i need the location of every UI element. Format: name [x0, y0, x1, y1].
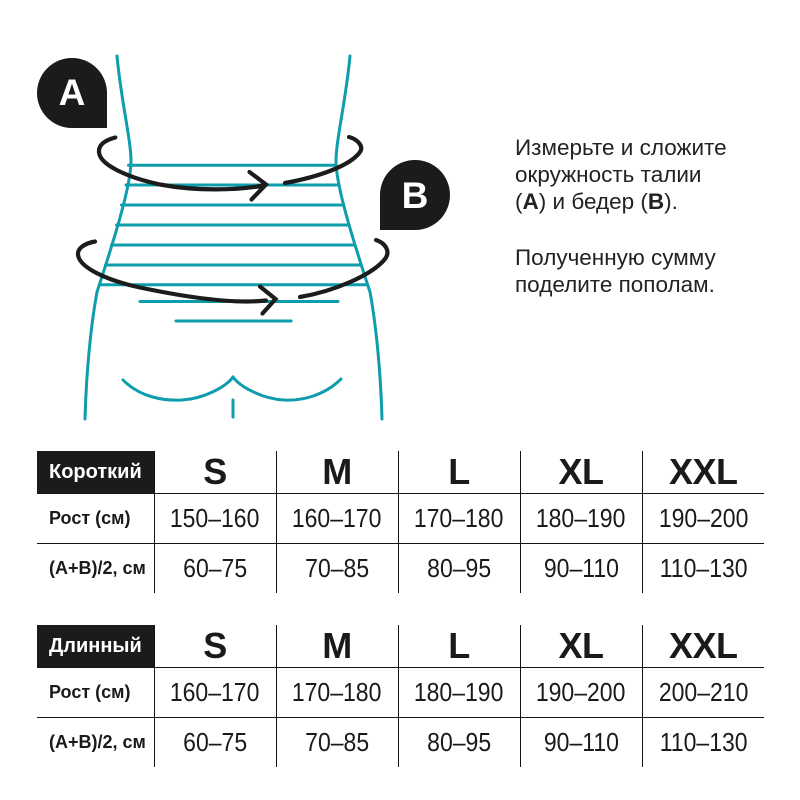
svg-text:B: B — [402, 175, 429, 216]
svg-text:A: A — [59, 72, 86, 113]
